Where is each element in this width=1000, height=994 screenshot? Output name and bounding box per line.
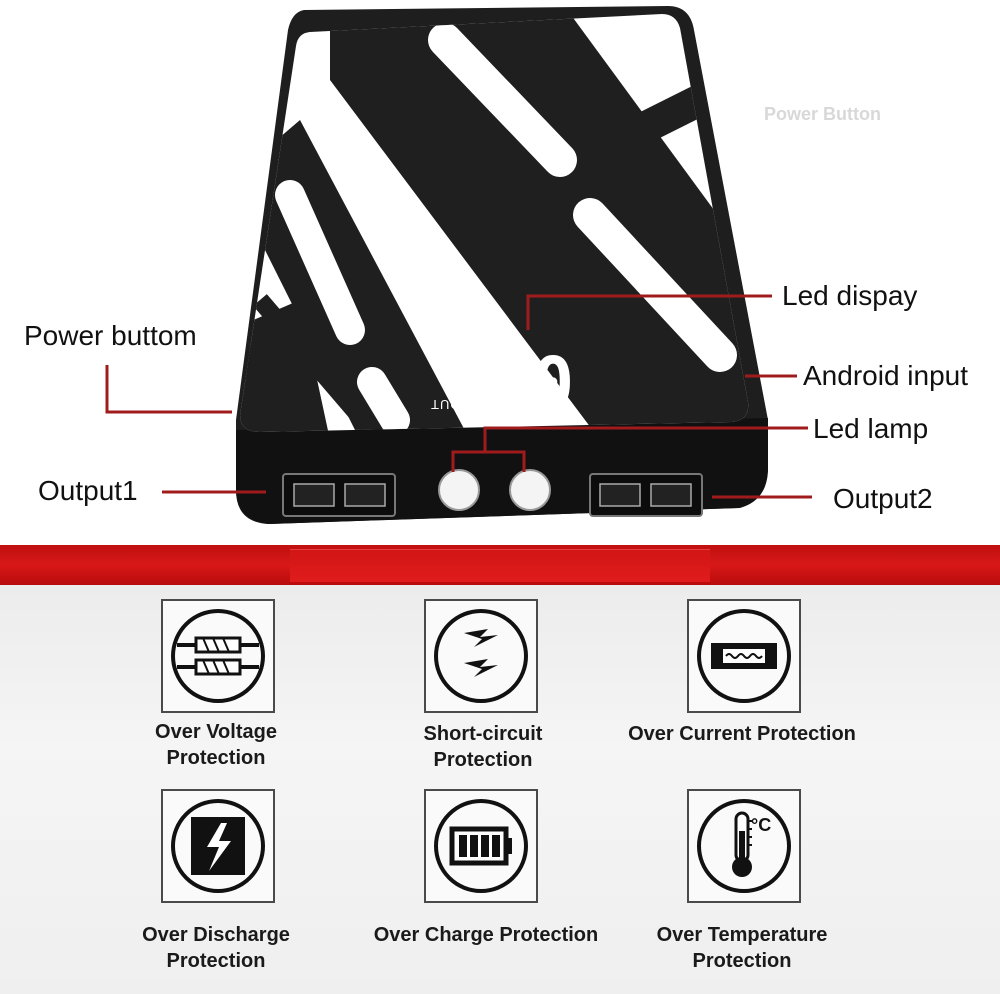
battery-icon: [434, 799, 528, 893]
lightning-bolts-icon: [434, 609, 528, 703]
protection-features-panel: Over Voltage Protection Short-circuit Pr…: [0, 585, 1000, 994]
feature-label-over-charge: Over Charge Protection: [356, 922, 616, 948]
feature-over-discharge: [161, 789, 275, 903]
label-android-input: Android input: [803, 360, 969, 391]
fuse-icon: [697, 609, 791, 703]
celsius-unit: °C: [751, 815, 772, 835]
out-marking: OUT: [430, 397, 461, 412]
label-power-button: Power buttom: [24, 320, 197, 351]
feature-label-over-discharge: Over Discharge Protection: [116, 922, 316, 974]
resistor-icon: [171, 609, 265, 703]
feature-label-over-voltage: Over Voltage Protection: [116, 719, 316, 771]
feature-label-line2: Protection: [166, 950, 266, 972]
lightning-square-icon: [171, 799, 265, 893]
red-divider-band: [0, 545, 1000, 585]
feature-label-line2: Protection: [692, 950, 792, 972]
feature-label-over-current: Over Current Protection: [612, 721, 872, 747]
label-output1: Output1: [38, 475, 138, 506]
led-display-digits: 00: [493, 339, 575, 421]
feature-over-charge: [424, 789, 538, 903]
thermometer-icon: [697, 799, 791, 893]
feature-label-line1: Over Temperature: [656, 924, 828, 946]
power-bank-illustration: [105, 6, 812, 524]
feature-label-line1: Over Voltage: [155, 721, 277, 743]
feature-label-line1: Over Current Protection: [628, 723, 856, 745]
feature-label-line2: Protection: [433, 749, 533, 771]
band-center-highlight: [290, 549, 710, 582]
label-led-display: Led dispay: [782, 280, 918, 311]
product-diagram: Power Button % 00 OUT Power buttom Led d…: [24, 6, 969, 524]
label-led-lamp: Led lamp: [813, 413, 929, 444]
feature-label-line1: Over Discharge: [142, 924, 290, 946]
feature-short-circuit: [424, 599, 538, 713]
feature-label-line2: Protection: [166, 747, 266, 769]
label-output2: Output2: [833, 483, 933, 514]
feature-label-line1: Short-circuit: [423, 723, 543, 745]
faded-power-button-text: Power Button: [764, 104, 881, 124]
feature-over-temperature: °C: [687, 789, 801, 903]
feature-over-current: [687, 599, 801, 713]
feature-over-voltage: [161, 599, 275, 713]
feature-label-short-circuit: Short-circuit Protection: [383, 721, 583, 773]
feature-label-over-temperature: Over Temperature Protection: [642, 922, 842, 974]
feature-label-line1: Over Charge Protection: [373, 924, 599, 946]
